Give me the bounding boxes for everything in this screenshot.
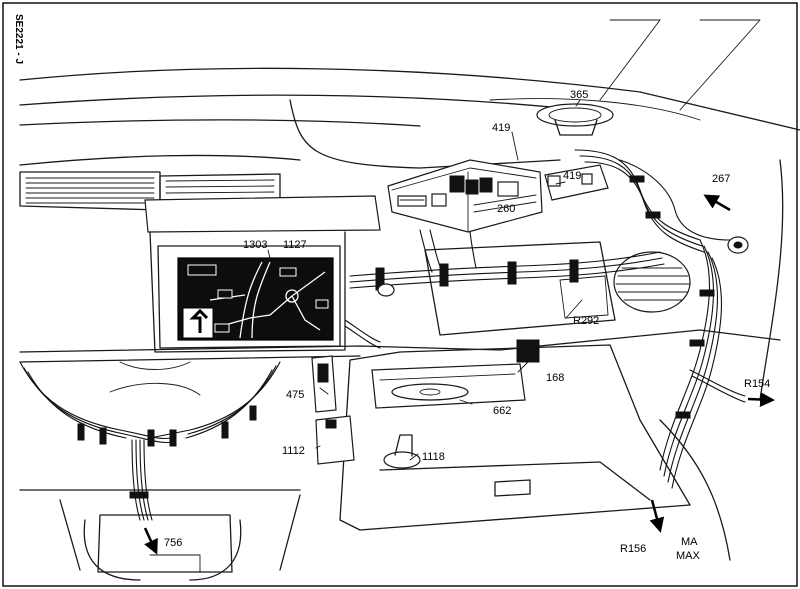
label-475: 475 [286,389,304,401]
harness-upper [344,149,749,489]
cd-player-662 [371,363,526,409]
connector-475 [311,355,337,413]
air-vent-left [19,171,281,211]
air-vent-right [613,251,691,313]
label-1303: 1303 [243,239,267,251]
label-365: 365 [570,89,588,101]
fuse-box-260 [387,159,543,233]
reference-code: SE2221 - J [13,14,24,64]
display-housing [144,195,381,353]
label-r292: R292 [573,315,599,327]
navigation-screen [177,257,334,341]
sensor-1118 [383,434,421,469]
label-419-top: 419 [492,122,510,134]
label-419: 419 [563,170,581,182]
label-r156: R156 [620,543,646,555]
connector-1112 [315,415,355,465]
connector-168 [516,339,540,363]
label-max: MAX [676,550,701,562]
speaker-365 [536,103,614,136]
leader-lines [267,99,583,461]
harness-left [19,361,281,521]
arrow-r154 [747,392,775,407]
label-1112: 1112 [282,445,305,457]
arrow-756 [143,527,158,555]
arrow-267 [703,194,731,212]
lower-dashboard [19,329,781,581]
relay-module-419 [544,164,609,201]
label-168: 168 [546,372,564,384]
label-662: 662 [493,405,511,417]
label-ma: MA [681,536,698,548]
arrows [143,194,775,555]
label-1118: 1118 [422,451,445,463]
arrow-r156 [649,499,665,533]
label-r154: R154 [744,378,770,390]
label-267: 267 [712,173,730,185]
callout-labels: 365 419 419 267 260 1303 1127 R292 168 4… [164,89,770,562]
dashboard-top [19,19,800,401]
label-260: 260 [497,203,515,215]
label-1127: 1127 [283,239,307,251]
label-756: 756 [164,537,182,549]
support-bracket [424,241,616,336]
